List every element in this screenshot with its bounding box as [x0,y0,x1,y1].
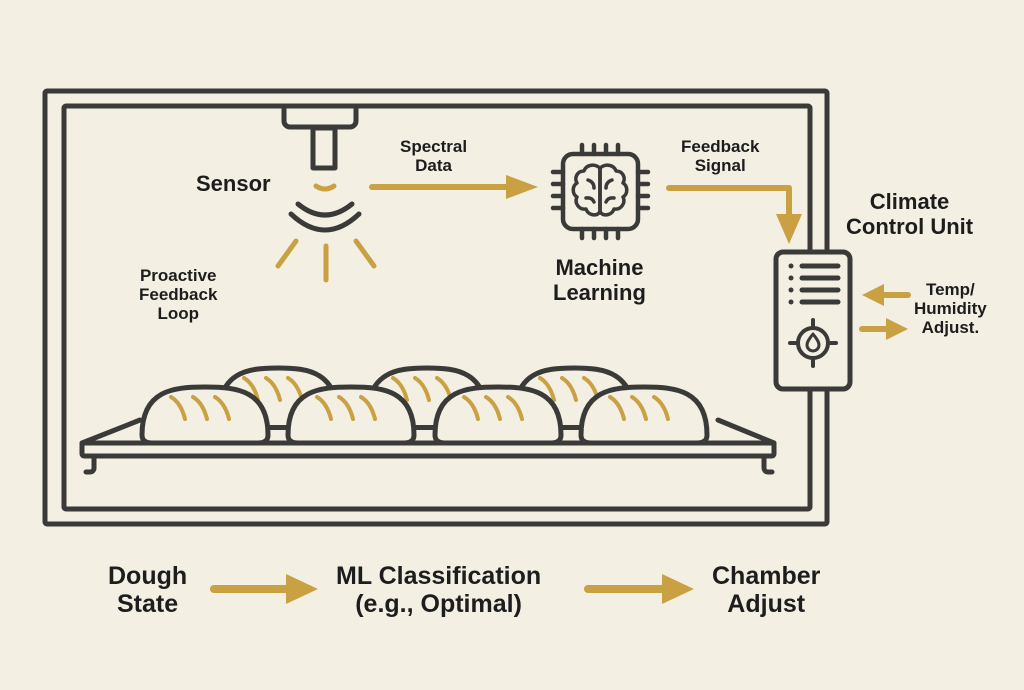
loaf-score-mark [413,376,431,402]
proactive-loop-label: Proactive Feedback Loop [139,266,218,324]
loaf-score-mark [169,395,187,421]
temp-humidity-arrows [859,284,911,340]
loaf-score-mark [608,395,626,421]
sensor-emitter-icon [275,104,377,283]
loaf-score-mark [630,395,648,421]
flow-step-dough-state: Dough State [108,562,188,618]
spectral-data-label: Spectral Data [400,137,468,176]
bread-loaf-icon [578,384,710,446]
spectral-data-arrow [369,175,538,199]
chip-pins [550,142,651,241]
temp-humidity-label: Temp/ Humidity Adjust. [914,280,987,338]
flow-step-ml-classification: ML Classification (e.g., Optimal) [336,562,542,618]
sensor-label: Sensor [196,171,271,196]
humidity-droplet-icon [788,318,838,368]
loaf-score-mark [213,395,231,421]
machine-learning-label: Machine Learning [553,255,646,305]
bread-loaf-icon [139,384,271,446]
loaf-score-mark [391,376,409,402]
loaf-score-mark [506,395,524,421]
loaf-score-mark [264,376,282,402]
bread-loaf-icon [432,384,564,446]
feedback-signal-arrow [666,185,802,244]
loaf-score-mark [538,376,556,402]
climate-control-panel-icon [773,249,853,392]
loaf-score-mark [484,395,502,421]
loaf-score-mark [191,395,209,421]
flow-arrow-1 [210,574,318,604]
loaf-score-mark [462,395,480,421]
loaf-score-mark [560,376,578,402]
brain-glyph [571,163,629,217]
loaf-score-mark [652,395,670,421]
proofing-rack [79,417,777,475]
dough-loaves [139,365,710,446]
feedback-signal-label: Feedback Signal [681,137,760,176]
loaf-score-mark [359,395,377,421]
loaf-score-mark [337,395,355,421]
flow-step-chamber-adjust: Chamber Adjust [712,562,821,618]
climate-control-unit-label: Climate Control Unit [846,189,974,239]
bread-loaf-icon [285,384,417,446]
loaf-score-mark [242,376,260,402]
loaf-score-mark [315,395,333,421]
flow-arrow-2 [584,574,694,604]
panel-indicator-lines [788,263,841,305]
brain-chip-icon [550,142,651,241]
